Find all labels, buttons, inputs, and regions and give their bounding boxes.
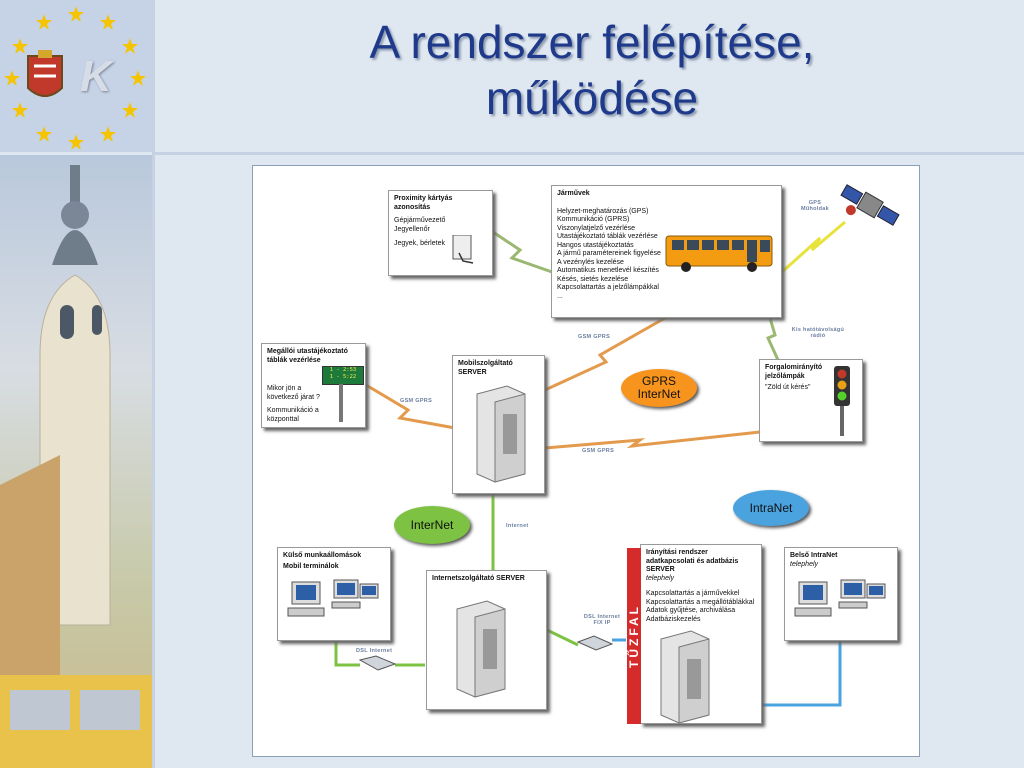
vehicles-item: Utastájékoztató táblák vezérlése <box>557 233 658 240</box>
proximity-box: Proximity kártyás azonosítás Gépjárművez… <box>388 190 493 276</box>
traffic-light-icon <box>834 366 850 436</box>
stopdisplay-line-1: Mikor jön a következő járat ? <box>267 385 320 401</box>
traffic-box: Forgalomirányító jelzőlámpák "Zöld út ké… <box>759 359 863 442</box>
stopdisplay-title: Megállói utastájékoztató táblák vezérlés… <box>267 348 348 364</box>
vehicles-item: A jármű paramétereinek figyelése <box>557 250 661 257</box>
internet-oval: InterNet <box>394 506 470 544</box>
intranet-subtitle: telephely <box>790 560 819 568</box>
intranet-box: Belső IntraNet telephely <box>784 547 898 641</box>
intranet-title: Belső IntraNet <box>790 552 838 559</box>
vehicles-item: Kommunikáció (GPRS) <box>557 216 630 223</box>
proximity-title: Proximity kártyás azonosítás <box>394 195 453 211</box>
link-label-gsm-top: GSM GPRS <box>578 334 611 340</box>
proximity-line-1: Gépjárművezető <box>394 217 446 224</box>
vehicles-item: Viszonylatjelző vezérlése <box>557 224 636 232</box>
external-title: Külső munkaállomások <box>283 552 362 559</box>
link-label-dsl: DSL Internet <box>356 648 393 654</box>
slide-title: A rendszer felépítése, működése <box>160 14 1024 126</box>
title-line-1: A rendszer felépítése, <box>369 16 815 68</box>
divider-vertical <box>152 0 155 768</box>
link-label-dsl-fix: DSL Internet FIX IP <box>583 614 621 626</box>
logo-text: K <box>80 52 112 101</box>
traffic-line-1: "Zöld út kérés" <box>765 384 811 391</box>
link-label-internet: Internet <box>506 523 529 529</box>
traffic-title: Forgalomirányító jelzőlámpák <box>765 364 823 380</box>
link-label-radio: Kis hatótávolságú rádió <box>791 327 845 339</box>
sign-pole <box>339 384 343 422</box>
link-label-gsm-left: GSM GPRS <box>400 398 433 404</box>
link-label-gps: GPS Műholdak <box>800 200 830 212</box>
control-server-box: Irányítási rendszer adatkapcsolati és ad… <box>640 544 762 724</box>
link-label-gsm-right: GSM GPRS <box>582 448 615 454</box>
vehicles-item: ... <box>557 292 563 300</box>
workstation-group-icon <box>287 579 379 617</box>
internet-server-box: Internetszolgáltató SERVER <box>426 570 547 710</box>
control-item: Kapcsolattartás a járművekkel <box>646 590 740 597</box>
internetserver-title: Internetszolgáltató SERVER <box>432 575 525 582</box>
server-tower-icon <box>476 385 526 483</box>
vehicles-item: Kapcsolattartás a jelzőlámpákkal <box>557 284 659 291</box>
vehicles-item: Késés, sietés kezelése <box>557 275 629 283</box>
external-workstations-box: Külső munkaállomások Mobil terminálok <box>277 547 391 641</box>
stop-display-box: Megállói utastájékoztató táblák vezérlés… <box>261 343 366 428</box>
vehicles-item: Automatikus menetlevél készítés <box>557 267 659 274</box>
vehicles-box: Járművek Helyzet-meghatározás (GPS) Komm… <box>551 185 782 318</box>
eu-stars-icon <box>4 6 146 150</box>
mobileserver-title: Mobilszolgáltató SERVER <box>458 360 513 376</box>
external-subtitle: Mobil terminálok <box>283 562 339 570</box>
control-item: Kapcsolattartás a megállótáblákkal <box>646 598 755 606</box>
server-tower-icon <box>660 630 710 724</box>
vehicles-item: Hangos utastájékoztatás <box>557 241 634 249</box>
mobile-server-box: Mobilszolgáltató SERVER <box>452 355 545 494</box>
vehicles-title: Járművek <box>557 190 590 197</box>
control-subtitle: telephely <box>646 574 675 582</box>
card-reader-icon <box>452 235 474 264</box>
proximity-line-3: Jegyek, bérletek <box>394 240 445 247</box>
divider-horizontal <box>152 152 1024 155</box>
title-line-2: működése <box>485 72 699 124</box>
control-title: Irányítási rendszer adatkapcsolati és ad… <box>646 549 739 573</box>
control-item: Adatok gyűjtése, archiválása <box>646 607 736 614</box>
bus-icon <box>665 235 773 272</box>
control-item: Adatbáziskezelés <box>646 615 701 623</box>
logo-panel: K <box>0 0 152 152</box>
vehicles-item: A vezénylés kezelése <box>557 258 624 266</box>
intranet-oval: IntraNet <box>733 490 809 526</box>
led-sign: 1 - 2:53 1 - 5:22 <box>322 366 364 385</box>
server-tower-icon <box>456 600 506 698</box>
church-tower-image <box>0 155 152 768</box>
proximity-line-2: Jegyellenőr <box>394 225 430 233</box>
led-sign-row: 1 - 5:22 <box>329 374 357 380</box>
vehicles-item: Helyzet-meghatározás (GPS) <box>557 207 649 215</box>
led-sign-row: 1 - 2:53 <box>329 367 357 373</box>
gprs-internet-oval: GPRS InterNet <box>621 369 697 407</box>
stopdisplay-line-2: Kommunikáció a központtal <box>267 407 319 423</box>
firewall-bar: TŰZFAL <box>627 548 641 724</box>
workstation-group-icon <box>794 579 886 617</box>
